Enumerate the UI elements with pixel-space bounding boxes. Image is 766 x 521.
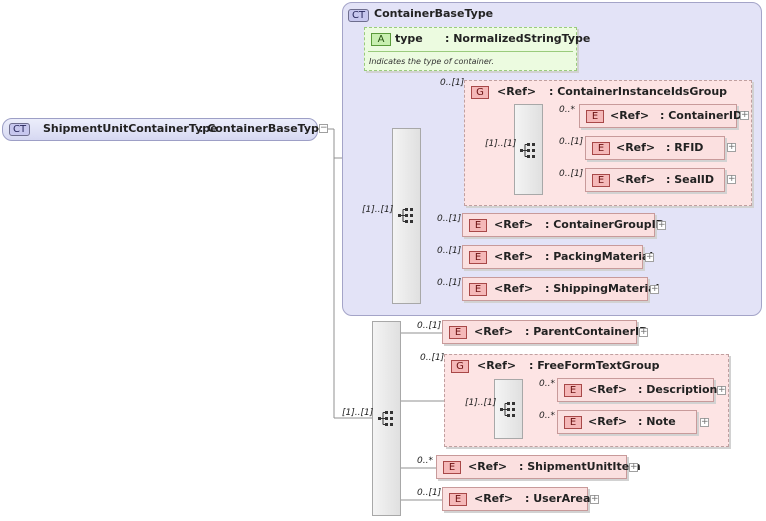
- ref-label: <Ref>: [477, 359, 517, 372]
- ref-label: <Ref>: [474, 325, 514, 338]
- element-name: : RFID: [666, 141, 704, 154]
- sequence-icon: [398, 208, 413, 223]
- element-name: : UserArea: [525, 492, 591, 505]
- attribute-type[interactable]: A type : NormalizedStringType Indicates …: [364, 27, 590, 71]
- sequence-icon: [520, 143, 535, 158]
- element-name: : ContainerID: [660, 109, 743, 122]
- element-name: : Note: [638, 415, 676, 428]
- sequence-icon: [378, 411, 393, 426]
- element-container-id[interactable]: E <Ref> : ContainerID: [579, 104, 742, 128]
- cardinality-label: 0..[1]: [417, 488, 442, 498]
- cardinality-label: 0..*: [539, 411, 555, 421]
- attribute-badge: A: [371, 33, 391, 46]
- element-name: : Description: [638, 383, 718, 396]
- expand-toggle[interactable]: +: [590, 494, 599, 504]
- cardinality-label: 0..[1]: [420, 353, 445, 363]
- ref-label: <Ref>: [616, 141, 656, 154]
- expand-toggle[interactable]: +: [727, 142, 736, 152]
- expand-toggle[interactable]: +: [650, 284, 659, 294]
- root-type-name: ShipmentUnitContainerType: [43, 122, 218, 135]
- expand-toggle[interactable]: +: [629, 462, 638, 472]
- element-description[interactable]: E <Ref> : Description: [557, 378, 718, 402]
- element-badge: E: [469, 219, 487, 232]
- expand-toggle[interactable]: +: [717, 385, 726, 395]
- attribute-type-name: : NormalizedStringType: [445, 32, 591, 45]
- element-badge: E: [564, 384, 582, 397]
- element-container-group-id[interactable]: E <Ref> : ContainerGroupID: [462, 213, 665, 237]
- element-note[interactable]: E <Ref> : Note: [557, 410, 697, 434]
- expand-toggle[interactable]: +: [700, 417, 709, 427]
- collapse-toggle[interactable]: −: [319, 123, 328, 133]
- root-complex-type[interactable]: CT ShipmentUnitContainerType : Container…: [2, 118, 326, 141]
- element-user-area[interactable]: E <Ref> : UserArea: [442, 487, 591, 511]
- ref-label: <Ref>: [610, 109, 650, 122]
- complex-type-badge: CT: [348, 9, 370, 22]
- base-type-name: ContainerBaseType: [374, 7, 494, 20]
- ref-label: <Ref>: [468, 460, 508, 473]
- element-badge: E: [564, 416, 582, 429]
- cardinality-label: 0..[1]: [559, 137, 584, 147]
- ref-label: <Ref>: [588, 383, 628, 396]
- element-badge: E: [586, 110, 604, 123]
- attribute-name: type: [395, 32, 423, 45]
- group-badge: G: [451, 360, 469, 373]
- attribute-documentation: Indicates the type of container.: [369, 57, 494, 66]
- ref-label: <Ref>: [616, 173, 656, 186]
- group-name: : ContainerInstanceIdsGroup: [549, 85, 728, 98]
- cardinality-label: 0..[1]: [437, 246, 462, 256]
- expand-toggle[interactable]: +: [657, 220, 666, 230]
- element-rfid[interactable]: E <Ref> : RFID: [585, 136, 725, 160]
- cardinality-label: [1]..[1]: [465, 398, 497, 408]
- group-badge: G: [471, 86, 489, 99]
- element-name: : ShippingMaterial: [545, 282, 660, 295]
- element-badge: E: [592, 174, 610, 187]
- element-name: : SealID: [666, 173, 715, 186]
- element-badge: E: [443, 461, 461, 474]
- expand-toggle[interactable]: +: [727, 174, 736, 184]
- expand-toggle[interactable]: +: [639, 327, 648, 337]
- expand-toggle[interactable]: +: [740, 110, 749, 120]
- element-seal-id[interactable]: E <Ref> : SealID: [585, 168, 725, 192]
- cardinality-label: 0..[1]: [437, 278, 462, 288]
- cardinality-label: 0..[1]: [440, 78, 465, 88]
- cardinality-label: 0..[1]: [417, 321, 442, 331]
- ref-label: <Ref>: [474, 492, 514, 505]
- element-badge: E: [469, 283, 487, 296]
- cardinality-label: [1]..[1]: [485, 139, 517, 149]
- cardinality-label: 0..[1]: [437, 214, 462, 224]
- element-shipping-material[interactable]: E <Ref> : ShippingMaterial: [462, 277, 659, 301]
- element-name: : ParentContainerID: [525, 325, 649, 338]
- ref-label: <Ref>: [494, 250, 534, 263]
- ref-label: <Ref>: [494, 282, 534, 295]
- cardinality-label: 0..*: [539, 379, 555, 389]
- element-name: : PackingMaterial: [545, 250, 654, 263]
- root-base-type: : ContainerBaseType: [199, 122, 327, 135]
- cardinality-label: [1]..[1]: [342, 408, 374, 418]
- element-badge: E: [469, 251, 487, 264]
- ref-label: <Ref>: [588, 415, 628, 428]
- element-packing-material[interactable]: E <Ref> : PackingMaterial: [462, 245, 653, 269]
- group-name: : FreeFormTextGroup: [529, 359, 660, 372]
- cardinality-label: [1]..[1]: [362, 205, 394, 215]
- element-shipment-unit-item[interactable]: E <Ref> : ShipmentUnitItem: [436, 455, 641, 479]
- expand-toggle[interactable]: +: [645, 252, 654, 262]
- cardinality-label: 0..*: [417, 456, 433, 466]
- ref-label: <Ref>: [494, 218, 534, 231]
- element-badge: E: [592, 142, 610, 155]
- element-name: : ShipmentUnitItem: [519, 460, 641, 473]
- cardinality-label: 0..[1]: [559, 169, 584, 179]
- element-name: : ContainerGroupID: [545, 218, 665, 231]
- ref-label: <Ref>: [497, 85, 537, 98]
- sequence-icon: [500, 402, 515, 417]
- element-parent-container-id[interactable]: E <Ref> : ParentContainerID: [442, 320, 648, 344]
- complex-type-badge: CT: [9, 123, 31, 136]
- cardinality-label: 0..*: [559, 105, 575, 115]
- element-badge: E: [449, 326, 467, 339]
- attribute-divider: [368, 51, 573, 52]
- element-badge: E: [449, 493, 467, 506]
